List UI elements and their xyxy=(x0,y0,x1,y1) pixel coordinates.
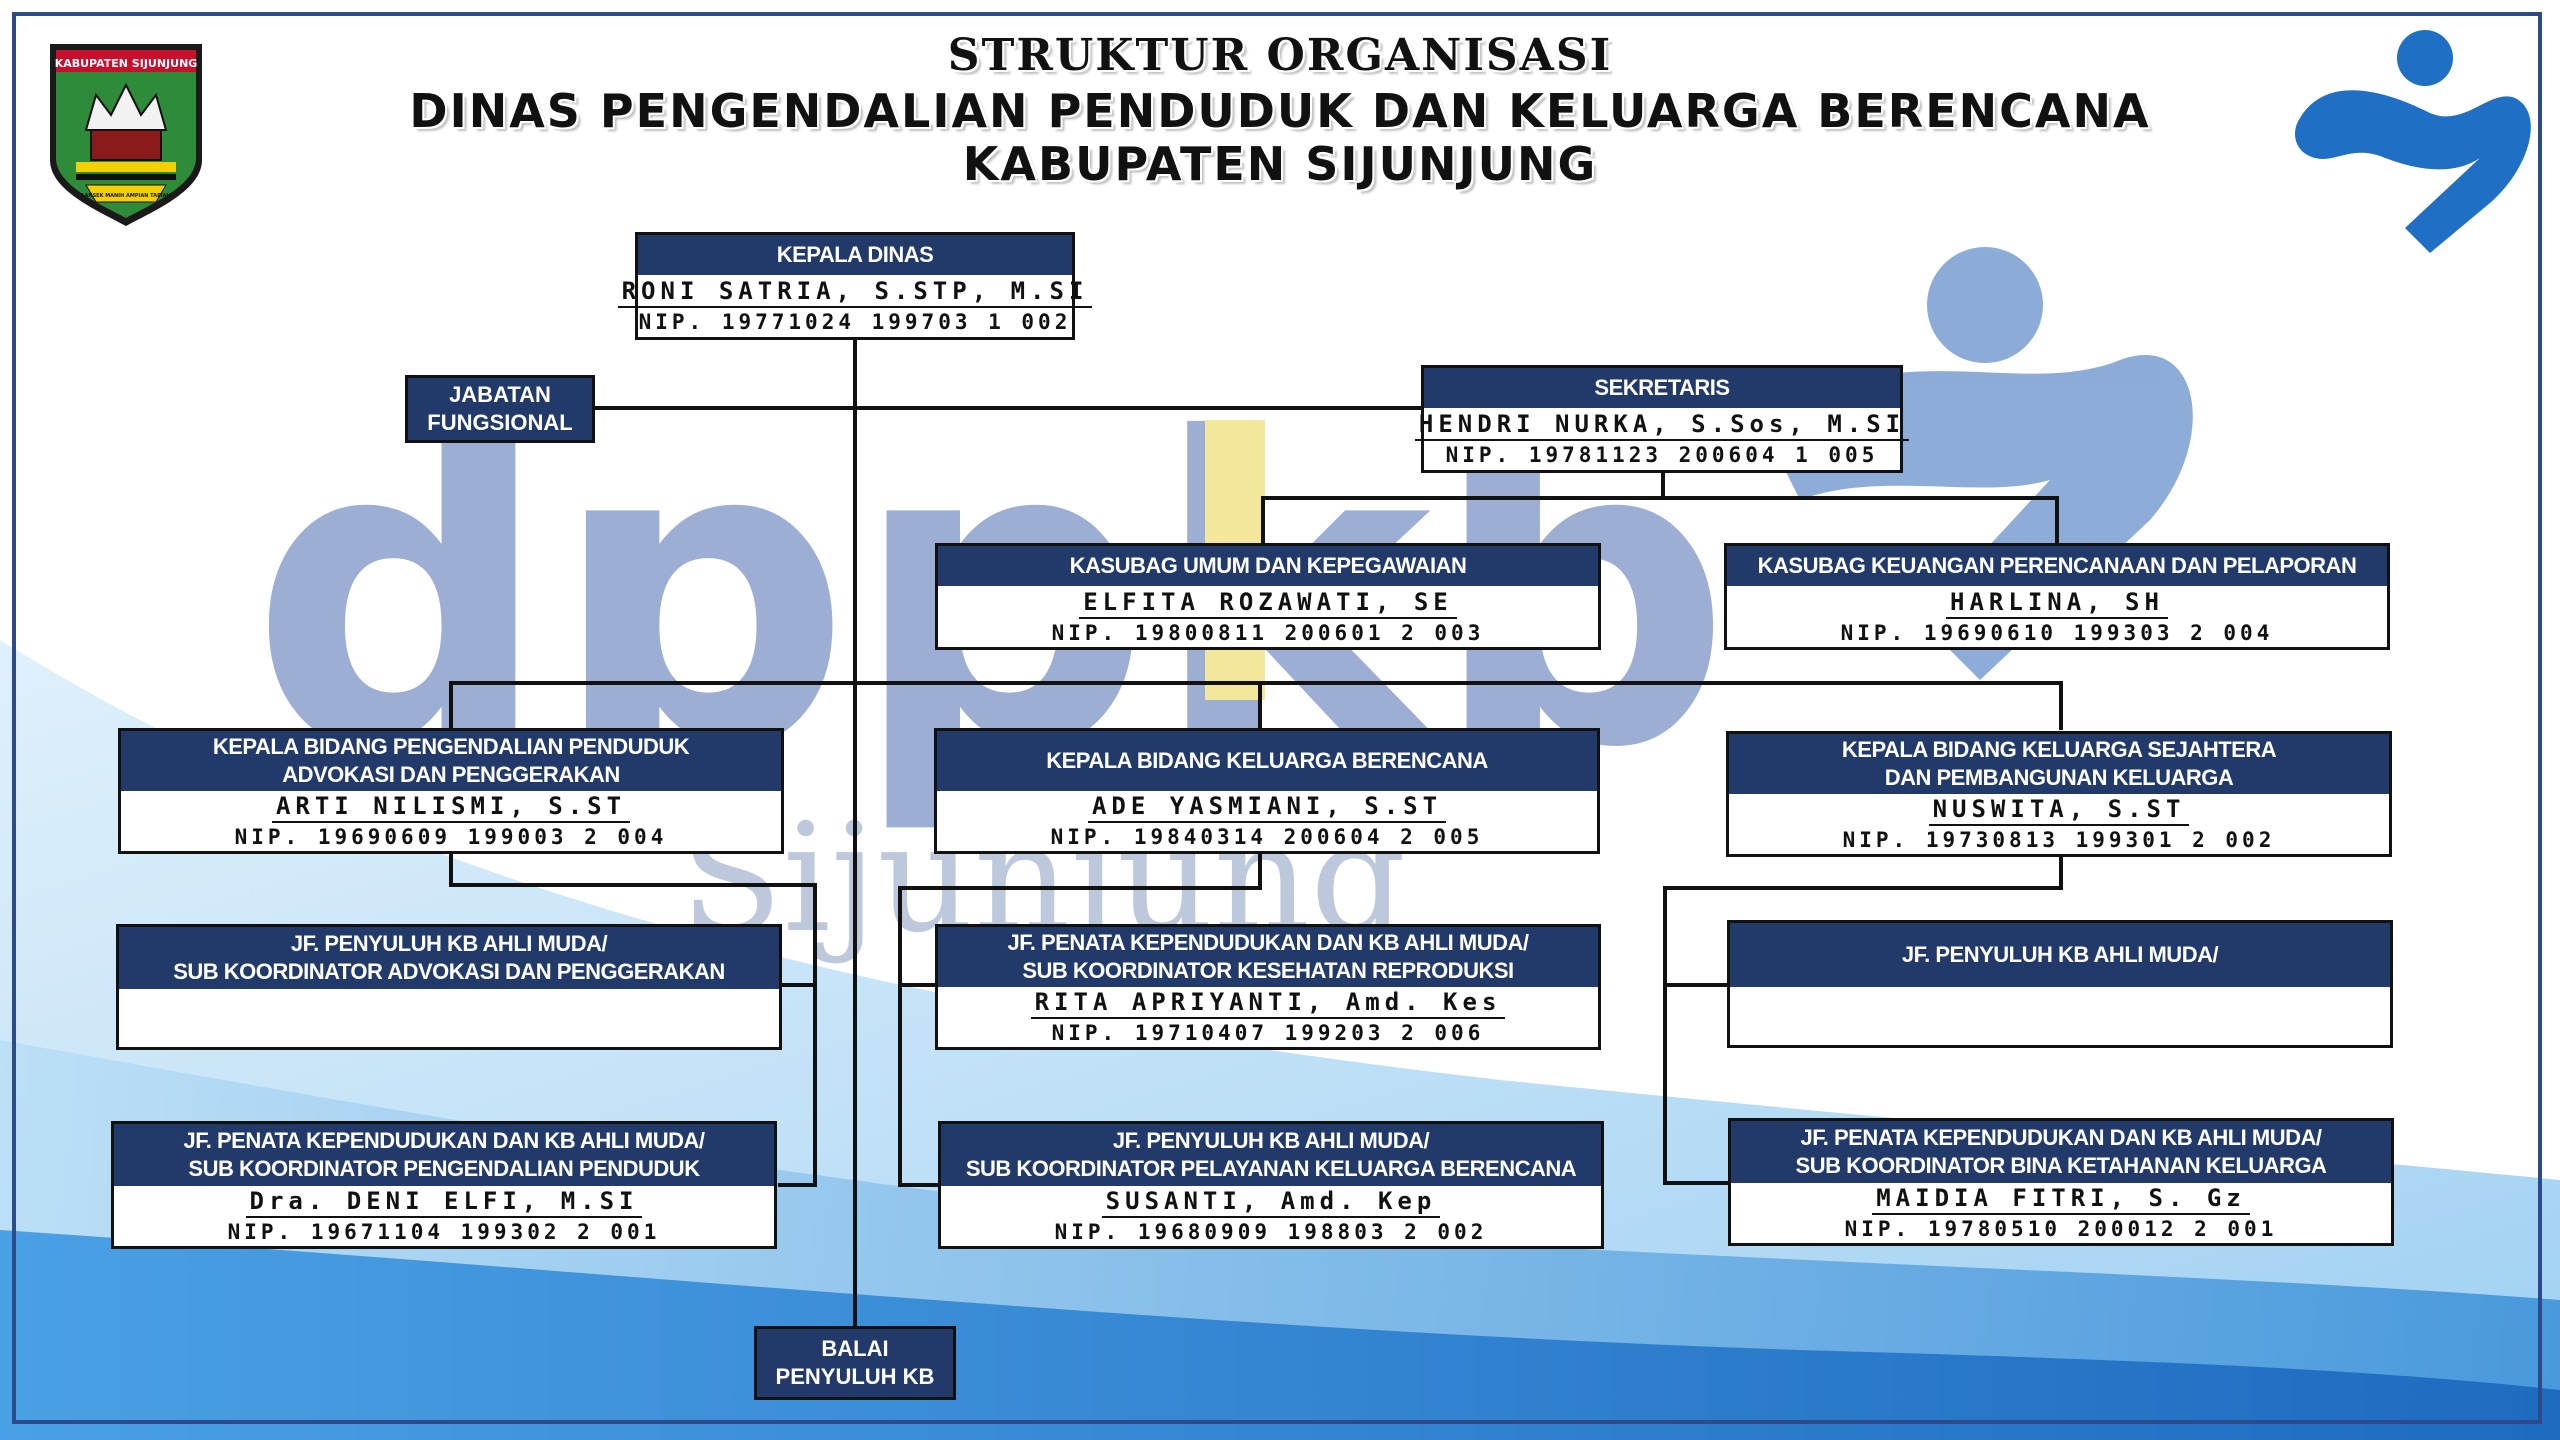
node-kabid-kb-name: ADE YASMIANI, S.ST xyxy=(1087,791,1447,823)
node-jf-kespro-header: JF. PENATA KEPENDUDUKAN DAN KB AHLI MUDA… xyxy=(938,927,1598,987)
connector-kb-group xyxy=(898,852,1262,1187)
node-jf-kespro-title-line1: JF. PENATA KEPENDUDUKAN DAN KB AHLI MUDA… xyxy=(1007,930,1529,955)
node-jf-bkk-nip: NIP. 19780510 200012 2 001 xyxy=(1844,1217,2278,1241)
node-kabid-ks-title-line2: DAN PEMBANGUNAN KELUARGA xyxy=(1884,765,2234,790)
node-jf-dalduk-header: JF. PENATA KEPENDUDUKAN DAN KB AHLI MUDA… xyxy=(114,1124,774,1186)
node-jf-ks-empty-body xyxy=(1730,987,2390,1045)
node-jf-bkk-title-line2: SUB KOORDINATOR BINA KETAHANAN KELUARGA xyxy=(1795,1153,2327,1178)
connector-dalduk-group xyxy=(449,852,817,1187)
watermark-dot-icon xyxy=(1927,247,2043,363)
node-jf-pelayanan-title-line1: JF. PENYULUH KB AHLI MUDA/ xyxy=(1112,1128,1430,1153)
node-jf-dalduk-name: Dra. DENI ELFI, M.SI xyxy=(245,1186,643,1218)
node-jf-bkk[interactable]: JF. PENATA KEPENDUDUKAN DAN KB AHLI MUDA… xyxy=(1728,1118,2394,1246)
dppkb-logo-icon xyxy=(2295,30,2531,253)
chart-subtitle-agency: DINAS PENGENDALIAN PENDUDUK DAN KELUARGA… xyxy=(409,84,2151,138)
node-balai-penyuluh-kb[interactable]: BALAI PENYULUH KB xyxy=(754,1326,956,1400)
connector-kasubag xyxy=(1261,496,2059,545)
background-wave-dark xyxy=(0,1230,2560,1440)
node-kepala-dinas-nip: NIP. 19771024 199703 1 002 xyxy=(638,310,1072,334)
node-kasubag-umum-header: KASUBAG UMUM DAN KEPEGAWAIAN xyxy=(938,546,1598,586)
node-jf-ks-header: JF. PENYULUH KB AHLI MUDA/ xyxy=(1730,923,2390,987)
node-jf-pelayanan-title-line2: SUB KOORDINATOR PELAYANAN KELUARGA BEREN… xyxy=(965,1156,1577,1181)
node-kabid-ks-header: KEPALA BIDANG KELUARGA SEJAHTERA DAN PEM… xyxy=(1729,734,2389,794)
node-balai-line2: PENYULUH KB xyxy=(775,1364,935,1389)
node-jf-advokasi-title-line2: SUB KOORDINATOR ADVOKASI DAN PENGGERAKAN xyxy=(173,959,725,984)
node-kabid-dalduk-title-line2: ADVOKASI DAN PENGGERAKAN xyxy=(282,762,620,787)
node-kabid-kb-header: KEPALA BIDANG KELUARGA BERENCANA xyxy=(937,731,1597,791)
node-jf-kespro-nip: NIP. 19710407 199203 2 006 xyxy=(1051,1021,1485,1045)
node-jabatan-fungsional-line1: JABATAN xyxy=(449,382,551,407)
node-sekretaris-title: SEKRETARIS xyxy=(1594,375,1730,400)
node-jf-ks-title: JF. PENYULUH KB AHLI MUDA/ xyxy=(1901,942,2219,967)
node-jabatan-fungsional-line2: FUNGSIONAL xyxy=(427,410,573,435)
node-jf-bkk-title-line1: JF. PENATA KEPENDUDUKAN DAN KB AHLI MUDA… xyxy=(1800,1125,2322,1150)
node-kabid-dalduk[interactable]: KEPALA BIDANG PENGENDALIAN PENDUDUK ADVO… xyxy=(118,728,784,854)
node-jf-advokasi-title-line1: JF. PENYULUH KB AHLI MUDA/ xyxy=(290,931,608,956)
node-kabid-ks-nip: NIP. 19730813 199301 2 002 xyxy=(1842,828,2276,852)
node-kepala-dinas-header: KEPALA DINAS xyxy=(638,235,1072,275)
node-jf-advokasi-header: JF. PENYULUH KB AHLI MUDA/ SUB KOORDINAT… xyxy=(119,927,779,989)
node-jf-pelayanan-header: JF. PENYULUH KB AHLI MUDA/ SUB KOORDINAT… xyxy=(941,1124,1601,1186)
regency-logo: KABUPATEN SIJUNJUNG LANSEK MANIH AMPIAN … xyxy=(50,44,202,226)
connector-ks-group xyxy=(1663,855,2063,1185)
node-jf-kespro[interactable]: JF. PENATA KEPENDUDUKAN DAN KB AHLI MUDA… xyxy=(935,924,1601,1050)
connector-kabid xyxy=(449,681,2063,730)
node-jf-dalduk-title-line2: SUB KOORDINATOR PENGENDALIAN PENDUDUK xyxy=(188,1156,700,1181)
node-jf-dalduk-title-line1: JF. PENATA KEPENDUDUKAN DAN KB AHLI MUDA… xyxy=(183,1128,705,1153)
node-kasubag-keuangan-name: HARLINA, SH xyxy=(1946,587,2168,619)
node-kabid-kb-title: KEPALA BIDANG KELUARGA BERENCANA xyxy=(1046,748,1488,773)
node-jf-kespro-title-line2: SUB KOORDINATOR KESEHATAN REPRODUKSI xyxy=(1022,958,1514,983)
node-jf-bkk-name: MAIDIA FITRI, S. Gz xyxy=(1872,1183,2250,1215)
node-kasubag-keuangan-header: KASUBAG KEUANGAN PERENCANAAN DAN PELAPOR… xyxy=(1727,546,2387,586)
node-kabid-dalduk-header: KEPALA BIDANG PENGENDALIAN PENDUDUK ADVO… xyxy=(121,731,781,791)
node-jf-pelayanan-nip: NIP. 19680909 198803 2 002 xyxy=(1054,1220,1488,1244)
chart-title: STRUKTUR ORGANISASI xyxy=(947,30,1613,81)
node-jf-pelayanan-name: SUSANTI, Amd. Kep xyxy=(1101,1186,1441,1218)
node-kasubag-umum-nip: NIP. 19800811 200601 2 003 xyxy=(1051,620,1485,645)
node-kasubag-keuangan-title: KASUBAG KEUANGAN PERENCANAAN DAN PELAPOR… xyxy=(1757,553,2357,578)
node-kabid-ks[interactable]: KEPALA BIDANG KELUARGA SEJAHTERA DAN PEM… xyxy=(1726,731,2392,857)
node-kepala-dinas-name: RONI SATRIA, S.STP, M.SI xyxy=(617,276,1093,308)
node-kasubag-keuangan-nip: NIP. 19690610 199303 2 004 xyxy=(1840,620,2274,645)
chart-subtitle-regency: KABUPATEN SIJUNJUNG xyxy=(962,137,1598,191)
node-jf-dalduk[interactable]: JF. PENATA KEPENDUDUKAN DAN KB AHLI MUDA… xyxy=(111,1121,777,1249)
node-kabid-dalduk-title-line1: KEPALA BIDANG PENGENDALIAN PENDUDUK xyxy=(212,734,690,759)
node-jf-dalduk-nip: NIP. 19671104 199302 2 001 xyxy=(227,1220,661,1244)
node-kepala-dinas[interactable]: KEPALA DINAS RONI SATRIA, S.STP, M.SI NI… xyxy=(617,232,1093,340)
node-kabid-dalduk-name: ARTI NILISMI, S.ST xyxy=(271,791,631,823)
node-kabid-kb[interactable]: KEPALA BIDANG KELUARGA BERENCANA ADE YAS… xyxy=(934,728,1600,854)
node-jabatan-fungsional[interactable]: JABATAN FUNGSIONAL xyxy=(405,375,595,443)
node-kasubag-umum-title: KASUBAG UMUM DAN KEPEGAWAIAN xyxy=(1069,553,1467,578)
node-jf-ks[interactable]: JF. PENYULUH KB AHLI MUDA/ xyxy=(1727,920,2393,1048)
node-jf-bkk-header: JF. PENATA KEPENDUDUKAN DAN KB AHLI MUDA… xyxy=(1731,1121,2391,1183)
node-kepala-dinas-title: KEPALA DINAS xyxy=(776,242,934,267)
node-kabid-dalduk-nip: NIP. 19690609 199003 2 004 xyxy=(234,825,668,849)
node-kabid-kb-nip: NIP. 19840314 200604 2 005 xyxy=(1050,825,1484,849)
node-kabid-ks-name: NUSWITA, S.ST xyxy=(1928,794,2190,826)
node-sekretaris-nip: NIP. 19781123 200604 1 005 xyxy=(1445,443,1879,467)
node-balai-line1: BALAI xyxy=(821,1336,889,1361)
node-jf-advokasi-empty-body xyxy=(119,989,779,1047)
node-jf-advokasi[interactable]: JF. PENYULUH KB AHLI MUDA/ SUB KOORDINAT… xyxy=(116,924,782,1050)
regency-logo-label: KABUPATEN SIJUNJUNG xyxy=(55,57,198,70)
node-kasubag-keuangan[interactable]: KASUBAG KEUANGAN PERENCANAAN DAN PELAPOR… xyxy=(1724,543,2390,650)
node-sekretaris[interactable]: SEKRETARIS HENDRI NURKA, S.Sos, M.SI NIP… xyxy=(1414,365,1910,473)
node-jf-pelayanan[interactable]: JF. PENYULUH KB AHLI MUDA/ SUB KOORDINAT… xyxy=(938,1121,1604,1249)
node-kabid-ks-title-line1: KEPALA BIDANG KELUARGA SEJAHTERA xyxy=(1841,737,2277,762)
node-sekretaris-header: SEKRETARIS xyxy=(1424,368,1900,408)
node-kasubag-umum-name: ELFITA ROZAWATI, SE xyxy=(1079,587,1457,619)
node-sekretaris-name: HENDRI NURKA, S.Sos, M.SI xyxy=(1414,409,1910,441)
node-jf-kespro-name: RITA APRIYANTI, Amd. Kes xyxy=(1030,987,1506,1019)
node-kasubag-umum[interactable]: KASUBAG UMUM DAN KEPEGAWAIAN ELFITA ROZA… xyxy=(935,543,1601,650)
regency-logo-motto: LANSEK MANIH AMPIAN TAPIAH xyxy=(81,193,170,199)
